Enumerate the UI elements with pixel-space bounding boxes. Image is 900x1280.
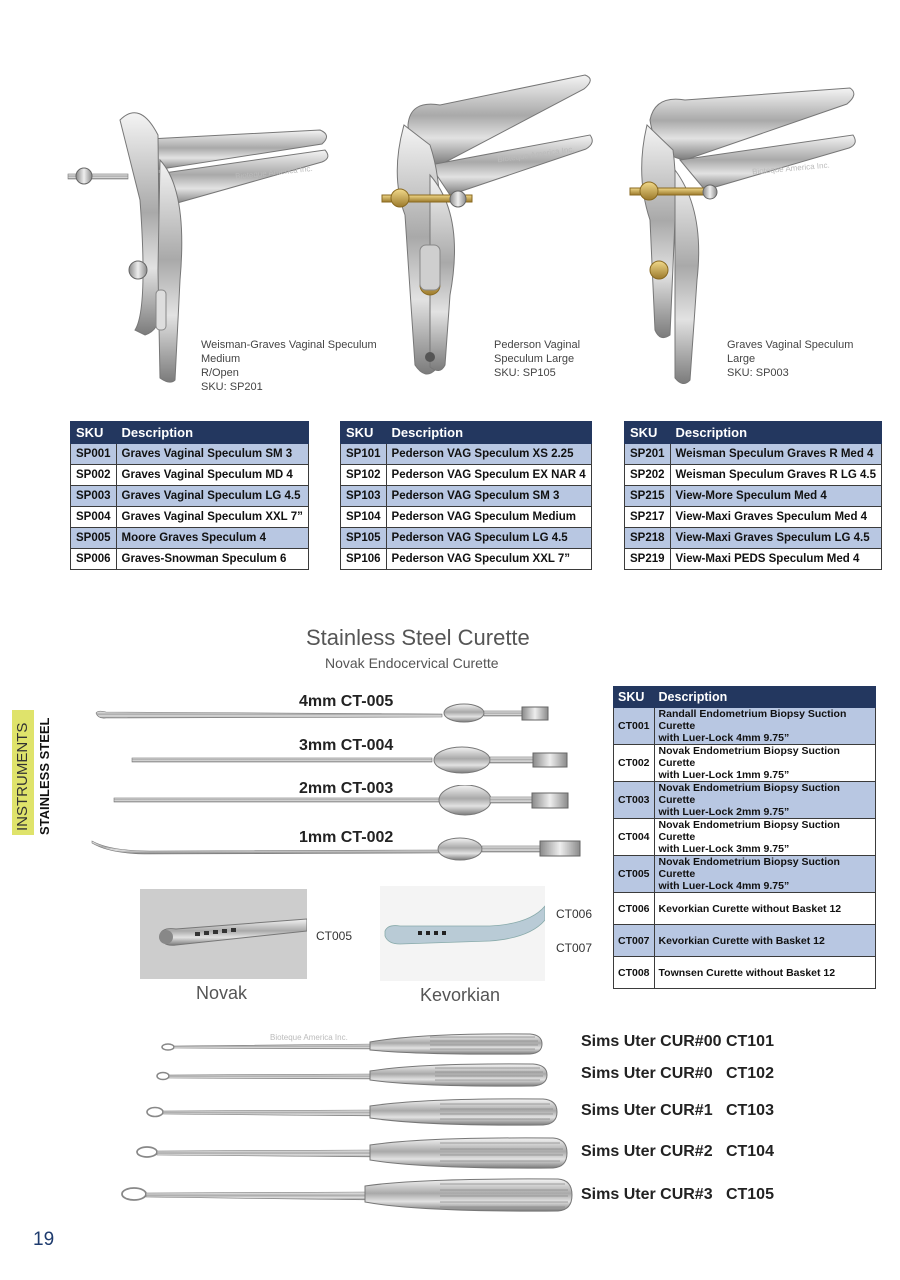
kevorkian-thumbnail-code-b: CT007: [556, 941, 593, 955]
speculum-caption-3: Graves Vaginal Speculum Large SKU: SP003: [727, 339, 854, 379]
sims-label-1: Sims Uter CUR#1 CT103: [581, 1102, 774, 1119]
column-header-sku: SKU: [340, 421, 387, 444]
speculum-photo-weisman-graves: [60, 80, 340, 390]
side-tab-subcategory: STAINLESS STEEL: [37, 717, 52, 836]
column-header-sku: SKU: [70, 421, 117, 444]
sims-curette-image-3: [120, 1178, 575, 1214]
sims-label-3: Sims Uter CUR#3 CT105: [581, 1186, 774, 1203]
side-tab: INSTRUMENTS STAINLESS STEEL: [10, 710, 60, 835]
speculum-caption-2: Pederson Vaginal Speculum Large SKU: SP1…: [494, 339, 581, 379]
sims-curette-image-2: [135, 1137, 570, 1171]
curette-label-3mm: 3mm CT-004: [299, 737, 394, 754]
curette-label-2mm: 2mm CT-003: [299, 780, 394, 797]
kevorkian-thumbnail-caption: Kevorkian: [420, 985, 501, 1005]
novak-thumbnail: [140, 889, 307, 979]
column-header-description: Description: [385, 421, 592, 444]
novak-thumbnail-caption: Novak: [196, 983, 248, 1003]
column-header-description: Description: [669, 421, 883, 444]
kevorkian-thumbnail: [380, 886, 545, 981]
side-tab-category: INSTRUMENTS: [12, 710, 34, 835]
column-header-description: Description: [115, 421, 310, 444]
section-subtitle: Novak Endocervical Curette: [325, 655, 499, 671]
curette-image-4mm: [92, 700, 552, 730]
curette-image-1mm: [90, 835, 585, 865]
speculum-caption-1: Weisman-Graves Vaginal Speculum Medium R…: [201, 339, 377, 393]
sims-curette-image-1: [145, 1097, 560, 1129]
curette-label-4mm: 4mm CT-005: [299, 693, 394, 710]
curette-label-1mm: 1mm CT-002: [299, 829, 394, 846]
column-header-sku: SKU: [624, 421, 671, 444]
kevorkian-thumbnail-code-a: CT006: [556, 907, 593, 921]
novak-thumbnail-code: CT005: [316, 929, 353, 943]
watermark: Bioteque America Inc.: [270, 1033, 348, 1042]
sims-label-00: Sims Uter CUR#00 CT101: [581, 1033, 774, 1050]
sims-curette-image-0: [155, 1062, 550, 1090]
sims-curette-image-00: [160, 1030, 545, 1058]
column-header-description: Description: [653, 686, 877, 708]
speculum-photo-graves: [625, 80, 860, 390]
sims-label-0: Sims Uter CUR#0 CT102: [581, 1065, 774, 1082]
page-number: 19: [33, 1229, 55, 1250]
sims-label-2: Sims Uter CUR#2 CT104: [581, 1143, 774, 1160]
speculum-photo-pederson: [370, 65, 600, 390]
curette-image-3mm: [128, 745, 573, 775]
section-title: Stainless Steel Curette: [306, 625, 530, 650]
curette-image-2mm: [110, 785, 575, 817]
column-header-sku: SKU: [613, 686, 655, 708]
